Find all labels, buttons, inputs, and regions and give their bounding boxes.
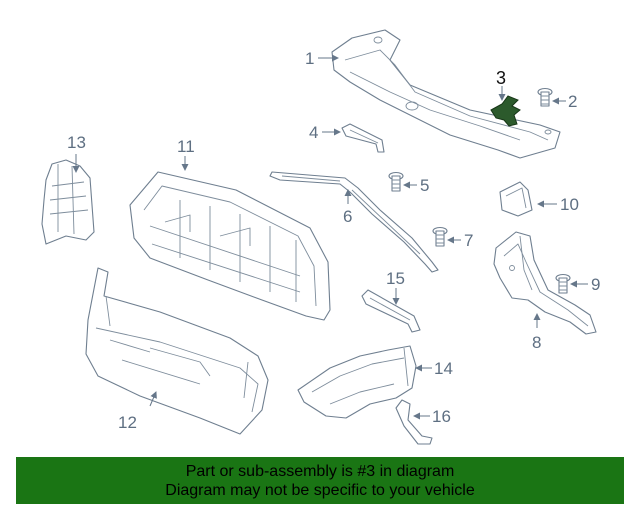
callout-1[interactable]: 1 — [305, 49, 314, 68]
callout-16[interactable]: 16 — [432, 407, 451, 426]
part-15-lower-bracket[interactable] — [361, 289, 421, 333]
callout-4[interactable]: 4 — [309, 123, 318, 142]
part-14-air-duct[interactable] — [297, 345, 417, 419]
part-13-side-air-guide[interactable] — [41, 159, 95, 245]
exploded-parts-diagram: 1 2 3 4 5 6 7 — [41, 29, 600, 445]
part-4-bracket[interactable] — [341, 123, 385, 153]
part-12-lower-deflector[interactable] — [85, 267, 269, 435]
callout-15[interactable]: 15 — [386, 269, 405, 288]
leader-12 — [149, 391, 157, 407]
callout-9[interactable]: 9 — [591, 275, 600, 294]
part-8-side-support[interactable] — [493, 231, 597, 335]
part-9-bolt[interactable] — [555, 273, 571, 294]
part-7-bolt[interactable] — [432, 226, 448, 247]
callout-2[interactable]: 2 — [568, 92, 577, 111]
banner-line-1: Part or sub-assembly is #3 in diagram — [185, 462, 455, 480]
part-2-bolt[interactable] — [537, 87, 553, 107]
callout-6[interactable]: 6 — [343, 207, 352, 226]
part-3-bracket-highlighted[interactable] — [490, 95, 521, 127]
callout-13[interactable]: 13 — [67, 133, 86, 152]
callout-3[interactable]: 3 — [496, 68, 506, 88]
part-5-bolt[interactable] — [388, 171, 404, 192]
callout-11[interactable]: 11 — [177, 137, 195, 156]
part-1-upper-support[interactable] — [331, 29, 561, 159]
callout-14[interactable]: 14 — [434, 359, 453, 378]
banner-line-2: Diagram may not be specific to your vehi… — [165, 481, 475, 499]
part-11-radiator-support[interactable] — [129, 171, 331, 321]
part-6-brace[interactable] — [269, 171, 439, 273]
callout-7[interactable]: 7 — [464, 231, 473, 250]
callout-5[interactable]: 5 — [420, 176, 429, 195]
callout-10[interactable]: 10 — [560, 195, 579, 214]
callout-12[interactable]: 12 — [118, 413, 137, 432]
part-16-clip[interactable] — [395, 399, 433, 445]
part-10-bracket[interactable] — [499, 181, 533, 217]
notice-banner: Part or sub-assembly is #3 in diagram Di… — [16, 457, 624, 504]
callout-8[interactable]: 8 — [532, 333, 541, 352]
